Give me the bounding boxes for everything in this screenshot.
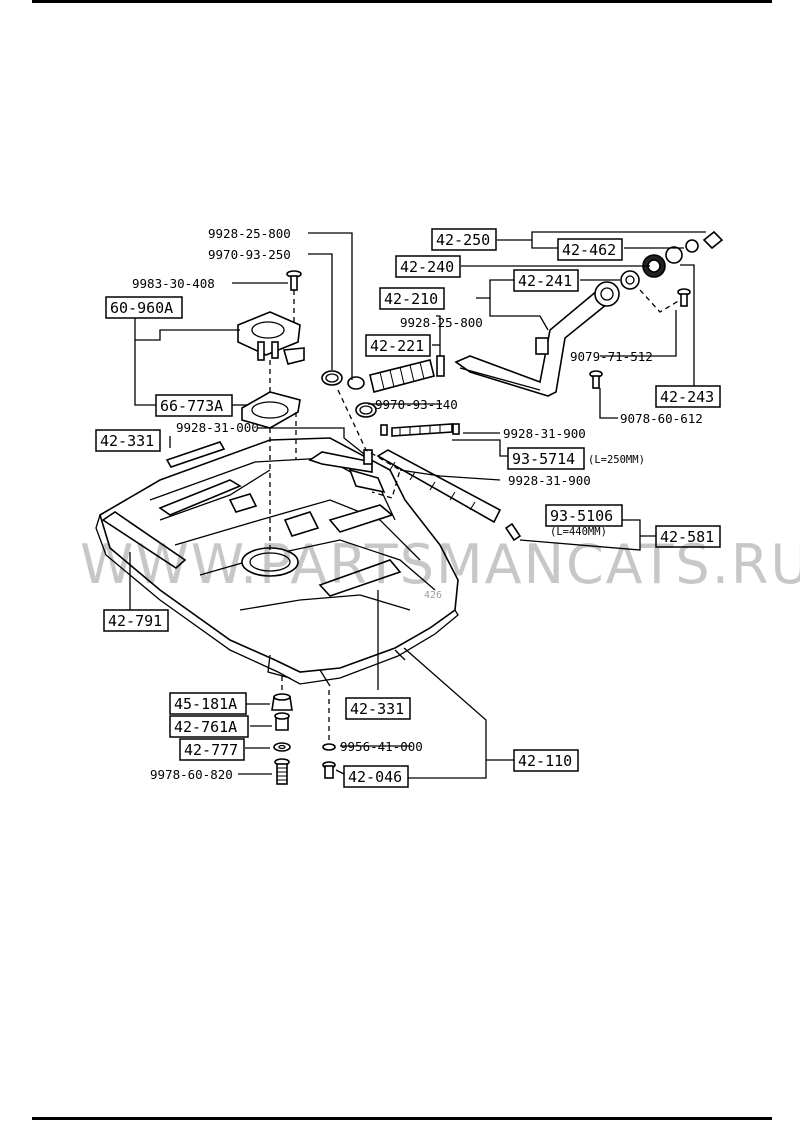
label-9928-25-800-mid: 9928-25-800	[400, 315, 483, 330]
tank-mount-parts	[271, 693, 336, 785]
label-42-250: 42-250	[436, 231, 490, 249]
label-9928-31-000: 9928-31-000	[176, 420, 259, 435]
dashed-assembly-lines	[269, 289, 681, 742]
filler-pipe-42-210	[454, 288, 614, 397]
label-9928-31-900-a: 9928-31-900	[503, 426, 586, 441]
label-42-331-left: 42-331	[100, 432, 154, 450]
label-66-773A: 66-773A	[160, 397, 223, 415]
fuel-tank	[95, 437, 459, 687]
top-border-rule	[32, 0, 772, 3]
label-42-110: 42-110	[518, 752, 572, 770]
label-42-240: 42-240	[400, 258, 454, 276]
tube-42-581	[504, 522, 522, 542]
label-42-243: 42-243	[660, 388, 714, 406]
label-9956-41-000: 9956-41-000	[340, 739, 423, 754]
filler-hose-42-221	[369, 359, 435, 393]
part-labels: 9928-25-800 9970-93-250 9983-30-408 9928…	[95, 226, 721, 788]
label-42-777: 42-777	[184, 741, 238, 759]
label-60-960A: 60-960A	[110, 299, 173, 317]
label-45-181A: 45-181A	[174, 695, 237, 713]
leader-lines	[129, 231, 706, 779]
label-9970-93-250: 9970-93-250	[208, 247, 291, 262]
label-93-5106-note: (L=440MM)	[550, 526, 607, 538]
fuel-pump-sender	[237, 311, 305, 365]
label-9978-60-820: 9978-60-820	[150, 767, 233, 782]
label-42-331-bottom: 42-331	[350, 700, 404, 718]
label-42-761A: 42-761A	[174, 718, 237, 736]
breather-hose-93-5714	[391, 423, 453, 437]
label-93-5106: 93-5106	[550, 507, 613, 525]
screw-9983-30-408	[286, 270, 302, 291]
filler-bolts	[589, 288, 691, 389]
label-9078-60-612: 9078-60-612	[620, 411, 703, 426]
label-42-241: 42-241	[518, 272, 572, 290]
vent-pipe	[308, 449, 373, 473]
watermark: WWW.PARTSMANCATS.RU	[80, 533, 800, 596]
pad-42-331-left	[165, 441, 226, 468]
label-9983-30-408: 9983-30-408	[132, 276, 215, 291]
label-42-791: 42-791	[108, 612, 162, 630]
image-code: 426	[424, 590, 442, 601]
label-42-221: 42-221	[370, 337, 424, 355]
bottom-border-rule	[32, 1117, 772, 1120]
label-9928-31-900-b: 9928-31-900	[508, 473, 591, 488]
label-9079-71-512: 9079-71-512	[570, 349, 653, 364]
label-42-462: 42-462	[562, 241, 616, 259]
vent-hose-93-5106	[376, 449, 502, 524]
filler-cap-parts	[594, 230, 724, 307]
label-9970-93-140: 9970-93-140	[375, 397, 458, 412]
label-9928-25-800-top: 9928-25-800	[208, 226, 291, 241]
label-42-046: 42-046	[348, 768, 402, 786]
label-42-210: 42-210	[384, 290, 438, 308]
label-93-5714-note: (L=250MM)	[588, 454, 645, 466]
hose-clamps	[321, 355, 460, 436]
label-93-5714: 93-5714	[512, 450, 575, 468]
label-42-581: 42-581	[660, 528, 714, 546]
